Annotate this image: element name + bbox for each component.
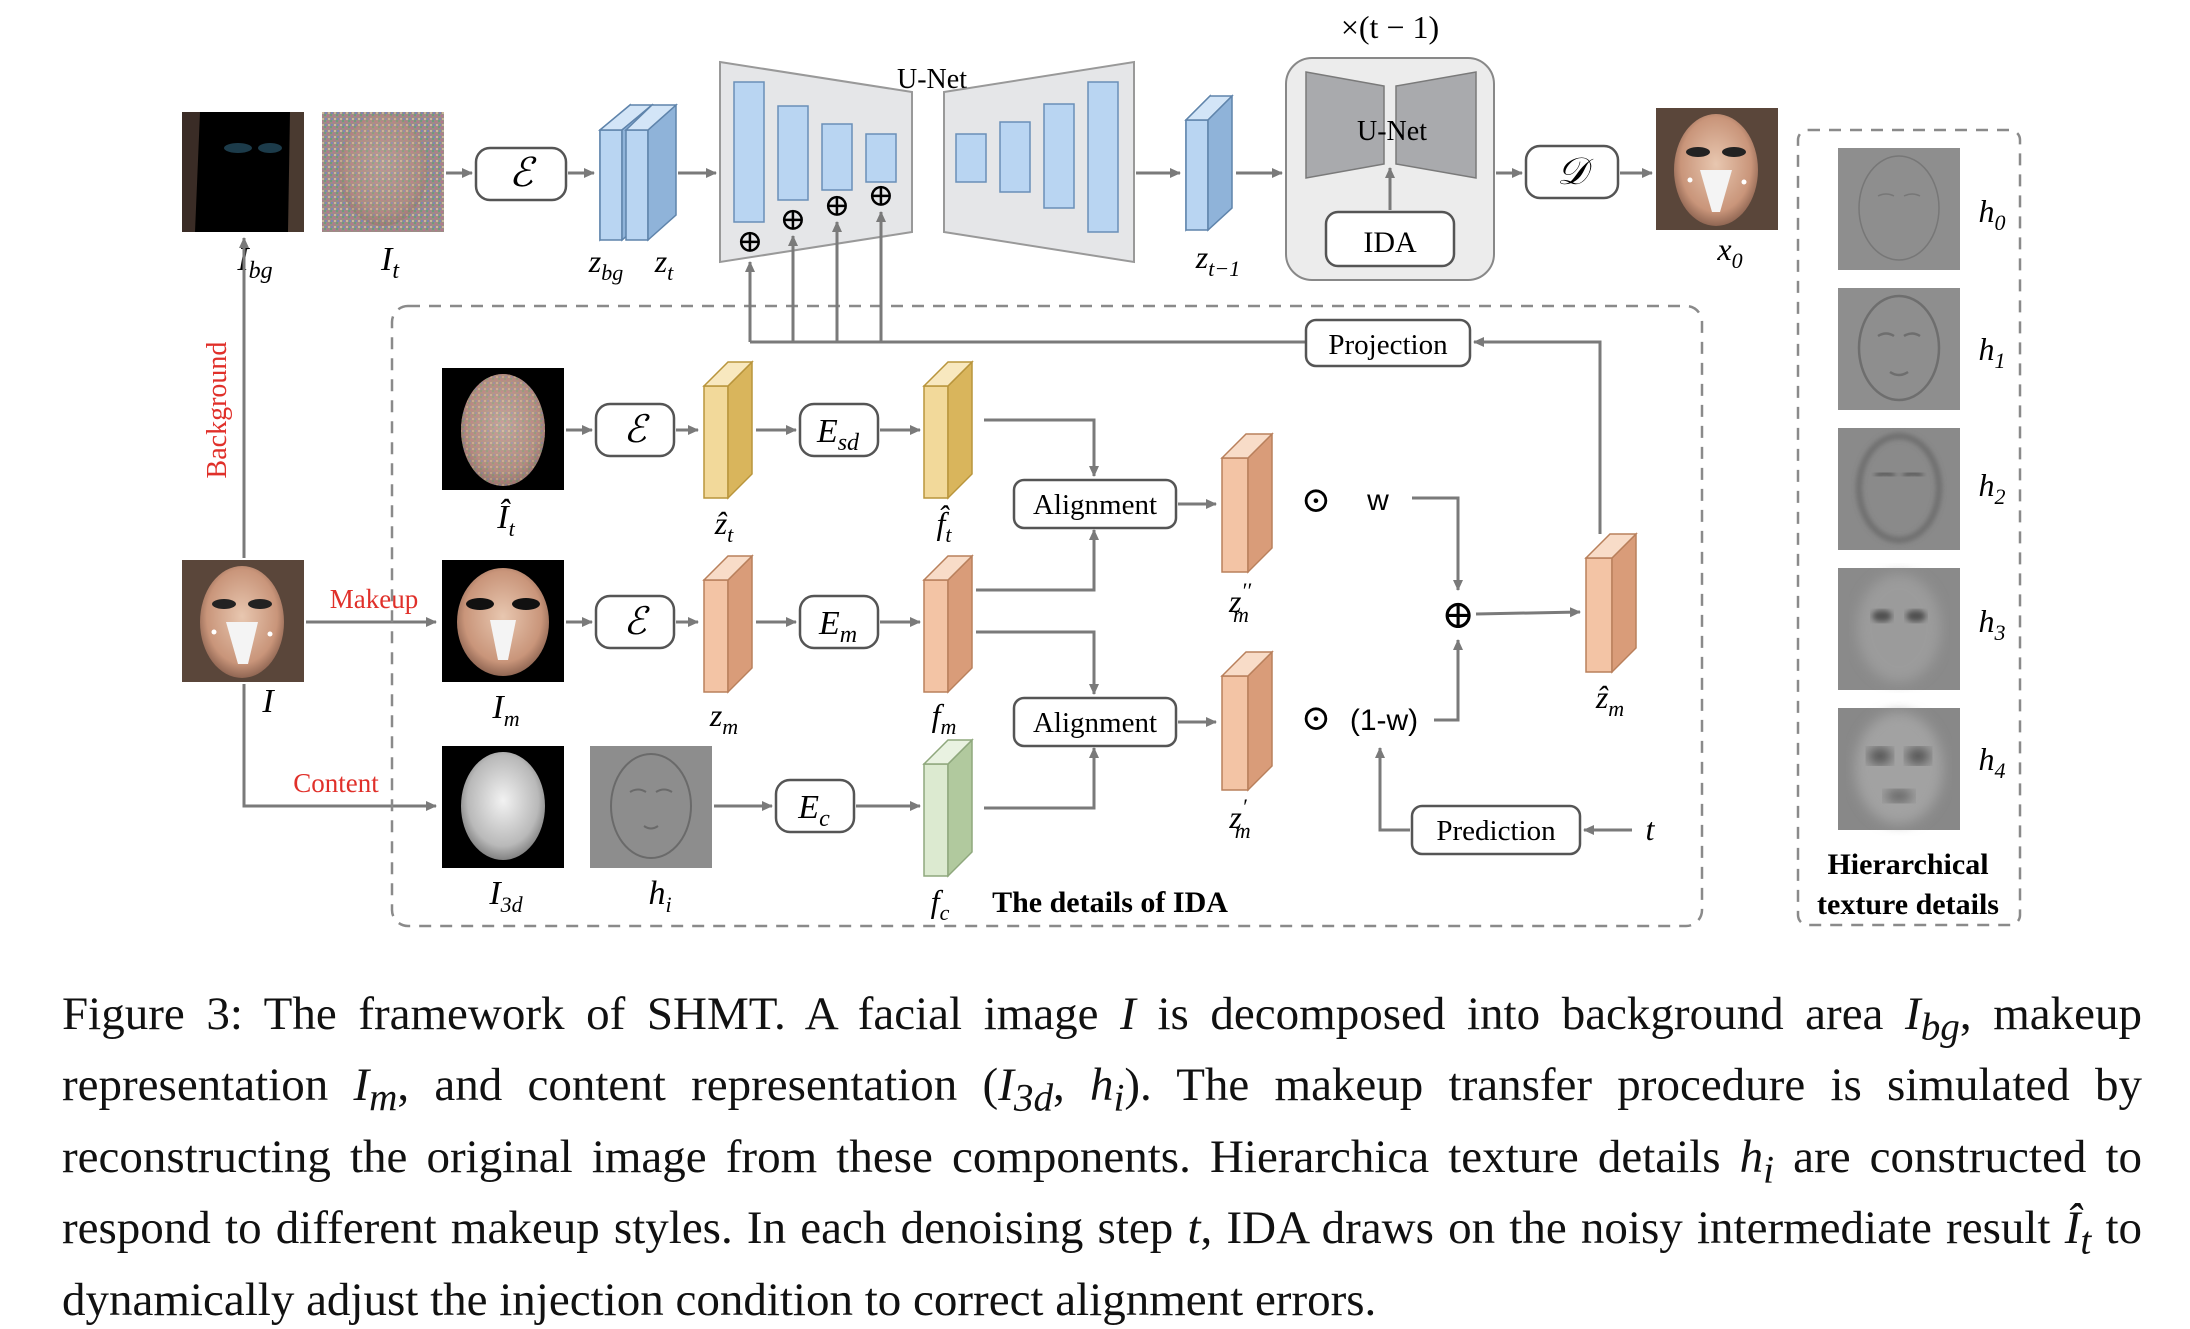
latent-z-t-minus-1-block (1184, 94, 1234, 232)
hier-label-h1: h1 (1979, 331, 2006, 373)
latent-z-m-prime-block (1220, 650, 1274, 792)
hier-image-h1 (1838, 288, 1960, 410)
encoder-symbol-top: ℰ (509, 150, 537, 195)
oplus-2: ⊕ (780, 201, 807, 237)
label-f-hat-t: f̂t (936, 505, 952, 547)
w-label: w (1366, 484, 1389, 517)
repeat-label: ×(t − 1) (1341, 9, 1439, 45)
label-i-t: It (380, 241, 400, 284)
encoder-symbol-row1: ℰ (623, 409, 650, 451)
latent-z-m-double-prime-block (1220, 432, 1274, 574)
hier-image-h3 (1838, 568, 1960, 690)
projection-box (1304, 318, 1472, 368)
feature-f-hat-t-block (922, 360, 974, 500)
image-i (182, 560, 304, 682)
unet-encoder (719, 60, 913, 264)
encoder-symbol-row2: ℰ (623, 601, 650, 643)
unet-small-label: U-Net (1357, 116, 1427, 147)
em-label: Em (818, 605, 857, 648)
prediction-label: Prediction (1436, 815, 1556, 847)
details-title: The details of IDA (992, 886, 1228, 919)
encoder-box-row1 (594, 402, 676, 458)
odot-w: ⊙ (1301, 480, 1331, 520)
hier-title-line1: Hierarchical (1827, 848, 1988, 881)
alignment-bottom-label: Alignment (1033, 707, 1157, 739)
encoder-box-row2 (594, 594, 676, 650)
label-h-i: hi (648, 875, 671, 917)
esd-label: Esd (816, 413, 860, 456)
latent-z-m-block (702, 554, 754, 694)
esd-box (798, 402, 880, 458)
image-i-bg (182, 112, 304, 232)
image-i-hat-t (442, 368, 564, 490)
oplus-merge: ⊕ (1441, 592, 1475, 637)
label-z-m: zm (709, 697, 738, 739)
image-h-i (590, 746, 712, 868)
image-i-t (322, 112, 444, 232)
feature-f-m-block (922, 554, 974, 694)
label-z-t: zt (654, 243, 674, 285)
alignment-box-bottom (1012, 696, 1178, 748)
ida-box (1324, 210, 1456, 268)
ida-box-label: IDA (1363, 226, 1417, 259)
framework-diagram: Ibg It ℰ zbg zt ⊕ ⊕ ⊕ ⊕ U-Net (182, 9, 2022, 928)
label-i-hat-t: Ît (496, 499, 515, 541)
unet-decoder (943, 60, 1135, 264)
hier-image-h0 (1838, 148, 1960, 270)
hier-image-h4 (1838, 708, 1960, 830)
figure-caption: Figure 3: The framework of SHMT. A facia… (62, 988, 2143, 1326)
label-z-bg: zbg (588, 243, 623, 285)
label-i-m: Im (491, 689, 519, 731)
image-i-3d (442, 746, 564, 868)
label-x0: x0 (1716, 231, 1742, 273)
alignment-box-top (1012, 478, 1178, 530)
ec-box (774, 778, 856, 834)
label-z-hat-m: ẑm (1595, 679, 1624, 721)
latent-z-hat-t-block (702, 360, 754, 500)
label-f-c: fc (931, 883, 950, 925)
oplus-3: ⊕ (824, 187, 851, 223)
image-x0 (1656, 108, 1778, 230)
hier-label-h0: h0 (1979, 193, 2006, 235)
label-z-m-double-prime: z′′m (1228, 578, 1252, 627)
latent-z-hat-m-block (1584, 532, 1638, 674)
hier-label-h4: h4 (1979, 741, 2006, 783)
em-box (798, 594, 880, 650)
one-minus-w-label: (1-w) (1350, 704, 1418, 737)
branch-content-label: Content (293, 768, 379, 798)
encoder-box-top (474, 146, 568, 202)
projection-label: Projection (1328, 329, 1448, 361)
oplus-1: ⊕ (737, 223, 764, 259)
ida-details-frame (390, 304, 1704, 928)
prediction-box (1410, 804, 1582, 856)
label-f-m: fm (932, 697, 957, 739)
label-z-m-prime: z′m (1228, 794, 1250, 843)
decoder-box (1524, 144, 1620, 200)
label-i: I (261, 683, 275, 720)
feature-f-c-block (922, 738, 974, 878)
latent-z-t-block (621, 103, 678, 242)
alignment-top-label: Alignment (1033, 489, 1157, 521)
hier-title-line2: texture details (1817, 888, 1999, 921)
branch-makeup-label: Makeup (330, 584, 418, 614)
label-z-t-minus-1: zt−1 (1195, 239, 1240, 281)
hier-image-h2 (1838, 428, 1960, 550)
label-i-3d: I3d (488, 875, 523, 917)
hier-label-h3: h3 (1979, 603, 2006, 645)
label-i-bg: Ibg (236, 241, 272, 284)
oplus-4: ⊕ (868, 177, 895, 213)
t-label: t (1646, 811, 1656, 847)
hier-label-h2: h2 (1979, 467, 2006, 509)
branch-background-label: Background (202, 342, 233, 479)
odot-one-minus-w: ⊙ (1301, 698, 1331, 738)
ec-label: Ec (797, 789, 830, 832)
label-z-hat-t: ẑt (714, 505, 734, 547)
image-i-m (442, 560, 564, 682)
